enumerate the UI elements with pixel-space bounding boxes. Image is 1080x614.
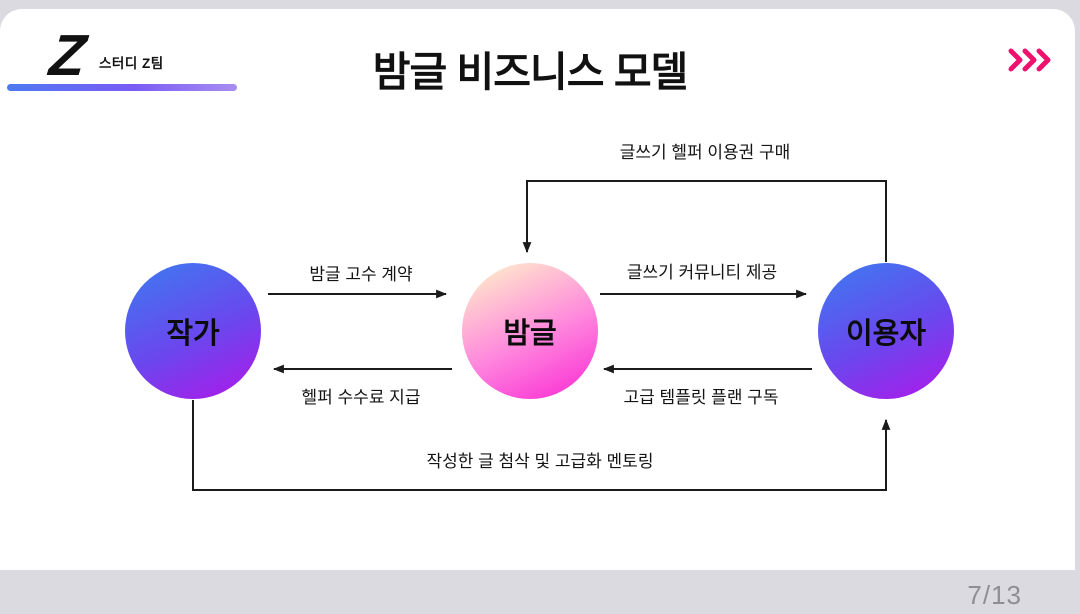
edge-label-community: 글쓰기 커뮤니티 제공 (622, 258, 782, 283)
edge-label-template-plan: 고급 템플릿 플랜 구독 (619, 383, 783, 408)
logo-team-label: 스터디 Z팀 (99, 56, 164, 71)
slide-title: 밤글 비즈니스 모델 (372, 49, 689, 95)
edge-label-helper-fee: 헬퍼 수수료 지급 (297, 383, 425, 408)
node-bamgeul-label: 밤글 (503, 318, 557, 350)
page-indicator: 7/13 (967, 580, 1022, 610)
node-writer-label: 작가 (166, 318, 220, 350)
chevron-3 (1036, 48, 1051, 72)
chevron-2 (1022, 48, 1037, 72)
node-user: 이용자 (818, 263, 954, 399)
triple-chevron-right-icon (1008, 48, 1054, 77)
chevron-1 (1008, 48, 1023, 72)
edge-label-helper-ticket: 글쓰기 헬퍼 이용권 구매 (615, 138, 795, 163)
node-writer: 작가 (125, 263, 261, 399)
node-user-label: 이용자 (845, 318, 927, 350)
logo-z: Z (46, 23, 87, 88)
node-bamgeul: 밤글 (462, 263, 598, 399)
logo-underline-bar (7, 84, 237, 91)
edge-label-mentoring: 작성한 글 첨삭 및 고급화 멘토링 (422, 447, 658, 472)
edge-label-contract: 밤글 고수 계약 (305, 260, 417, 285)
